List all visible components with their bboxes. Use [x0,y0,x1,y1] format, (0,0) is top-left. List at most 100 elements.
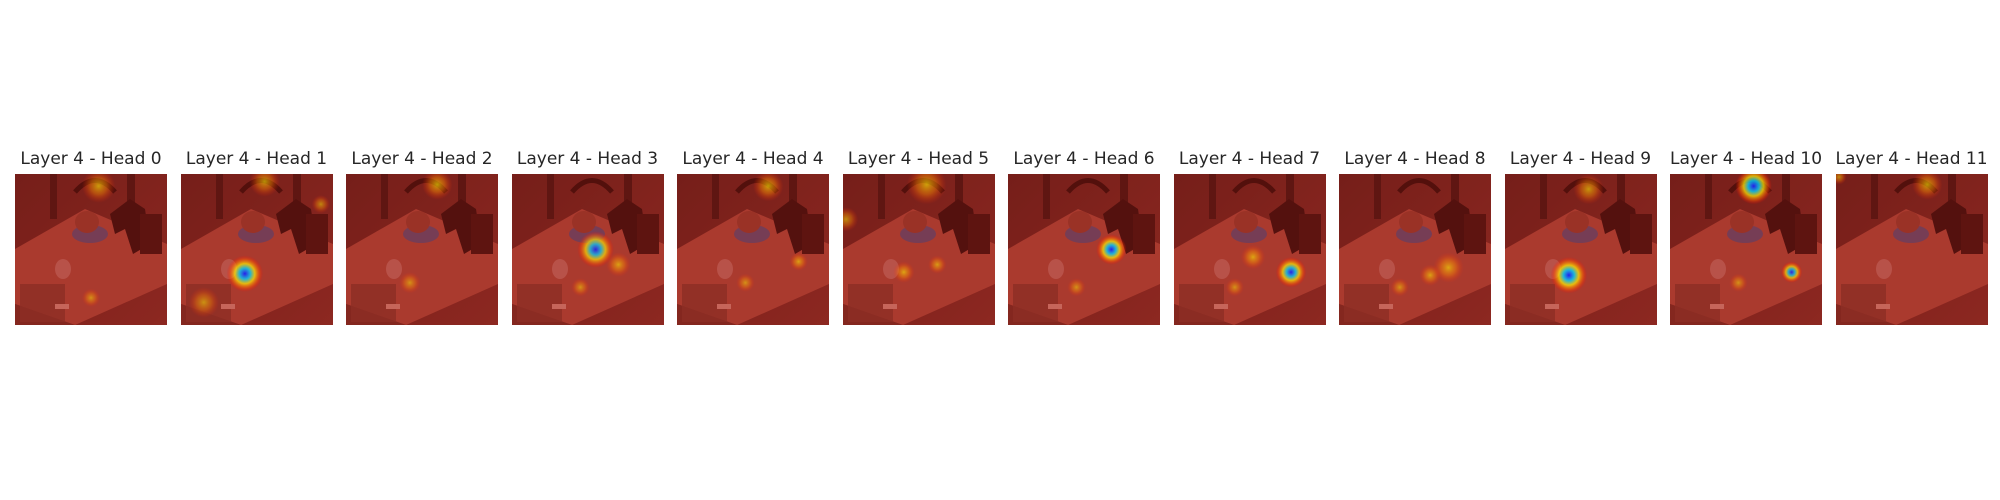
attention-hotspot [1780,261,1803,283]
panel-title: Layer 4 - Head 10 [1669,149,1823,169]
cabinet-panel [847,284,893,322]
attention-hotspot [927,255,946,274]
attention-hotspot [1433,252,1464,283]
cabinet-handle [1544,304,1559,309]
cabinet-panel [1013,284,1058,322]
heatmap-tint [1008,174,1160,325]
attention-heatmap-image [677,174,829,325]
back-post [1208,174,1216,219]
cup [1710,259,1726,279]
heatmap-tint [677,174,829,325]
panel-title: Layer 4 - Head 7 [1178,149,1321,169]
robot-base [1960,214,1983,254]
arch-object [1397,178,1441,194]
attention-hotspot [1729,273,1748,292]
attention-heatmap-image [1008,174,1160,325]
attention-hotspot [188,287,219,318]
attention-hotspot [605,252,631,277]
back-post [712,174,719,219]
cup [1048,259,1064,279]
attention-hotspot [422,174,453,200]
attention-hotspot [81,174,116,203]
cabinet-panel [1178,284,1224,322]
cup [717,259,733,279]
pot [1895,211,1920,233]
arch-object [1231,178,1276,194]
back-post [877,174,885,219]
back-post [215,174,223,219]
heatmap-tint [1835,174,1988,325]
cabinet-handle [717,304,731,309]
arch-object [569,178,614,194]
back-post [50,174,57,219]
pot [737,211,761,233]
robot-base [1795,214,1817,254]
panel-title: Layer 4 - Head 5 [847,149,990,169]
cabinet-handle [1710,304,1724,309]
attention-hotspot [1390,278,1409,297]
cabinet-panel [1509,284,1555,322]
robot-base [1464,214,1486,254]
attention-hotspot [1067,278,1086,297]
attention-hotspot [570,278,590,297]
cabinet-panel [1344,284,1389,322]
back-post [1539,174,1547,219]
cabinet-panel [20,284,65,322]
attention-hotspot [789,252,808,271]
attention-heatmap-image [346,174,498,325]
attention-heatmap-image [180,174,333,325]
panel-title: Layer 4 - Head 4 [682,149,824,169]
cabinet-panel [682,284,727,322]
attention-hotspot [1096,234,1127,265]
panel-title: Layer 4 - Head 9 [1509,149,1652,169]
attention-heatmap-image [1173,174,1326,325]
cabinet-handle [386,304,400,309]
attention-hotspot [1275,256,1306,288]
cabinet-panel [351,284,396,322]
back-post [1705,174,1712,219]
attention-hotspot [399,272,421,294]
pot [1068,211,1092,233]
pot [406,211,430,233]
cabinet-handle [55,304,69,309]
panel-title: Layer 4 - Head 1 [185,149,328,169]
robot-base [967,214,990,254]
panel-title: Layer 4 - Head 3 [516,149,659,169]
attention-heatmap-image [842,174,995,325]
attention-hotspot [736,273,755,292]
pot [1730,211,1754,233]
cup [55,259,71,279]
pot [1233,211,1258,233]
attention-hotspot [311,195,330,214]
panel-title: Layer 4 - Head 0 [20,149,162,169]
pot [1564,211,1589,233]
attention-hotspot [248,174,280,197]
pot [902,211,927,233]
attention-hotspot [81,288,101,307]
cabinet-handle [1875,304,1890,309]
robot-base [1133,214,1155,254]
robot-base [471,214,493,254]
attention-heatmap-image [1670,174,1822,325]
attention-hotspot [1550,256,1587,294]
panel-title: Layer 4 - Head 6 [1013,149,1155,169]
attention-hotspot [842,207,858,232]
attention-hotspot [1572,174,1604,205]
robot-base [1629,214,1652,254]
attention-hotspot [892,261,914,283]
attention-heatmap-image [15,174,167,325]
cup [551,259,568,279]
cabinet-handle [1379,304,1393,309]
attention-hotspot [226,255,263,292]
pot [1399,211,1423,233]
cabinet-handle [1048,304,1062,309]
robot-base [305,214,328,254]
attention-hotspot [1835,174,1847,185]
pot [75,211,99,233]
cup [1379,259,1395,279]
attention-heatmap-image [1835,174,1988,325]
attention-hotspot [1419,264,1441,286]
back-post [381,174,388,219]
robot-base [636,214,659,254]
